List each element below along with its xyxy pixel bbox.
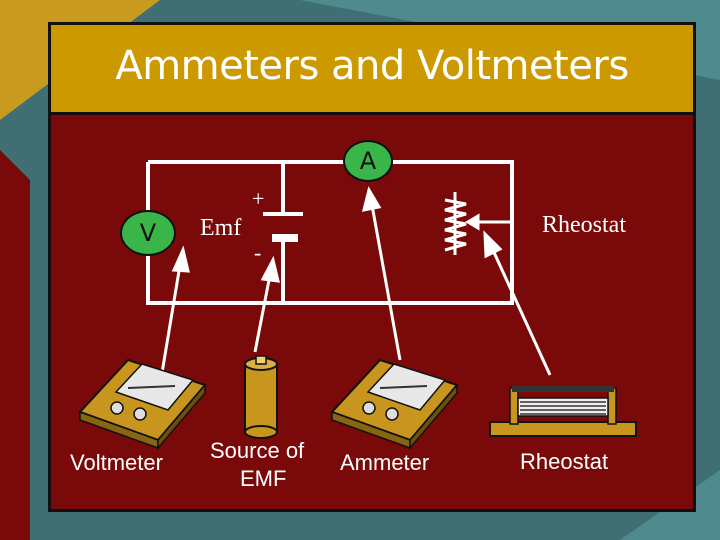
ammeter-symbol: A [343,140,393,182]
source-caption-line1: Source of [210,438,305,463]
voltmeter-caption: Voltmeter [70,450,163,475]
emf-label: Emf [200,215,242,241]
plus-sign: + [252,186,265,211]
pointer-arrows [158,186,552,386]
battery-symbol [263,212,303,242]
rheostat-coil-icon [444,192,512,255]
minus-sign: - [254,240,262,265]
ammeter-caption: Ammeter [340,450,430,475]
source-caption-line2: EMF [240,466,287,491]
rheostat-label: Rheostat [542,212,626,238]
voltmeter-symbol: V [120,210,176,256]
ammeter-device-icon [330,358,459,451]
page-title: Ammeters and Voltmeters [115,43,629,89]
voltmeter-device-icon [78,358,207,451]
circuit-wires [146,160,514,305]
battery-device-icon [244,355,278,439]
title-bar: Ammeters and Voltmeters [51,25,693,115]
rheostat-caption: Rheostat [520,449,609,474]
rheostat-device-icon [489,386,637,437]
